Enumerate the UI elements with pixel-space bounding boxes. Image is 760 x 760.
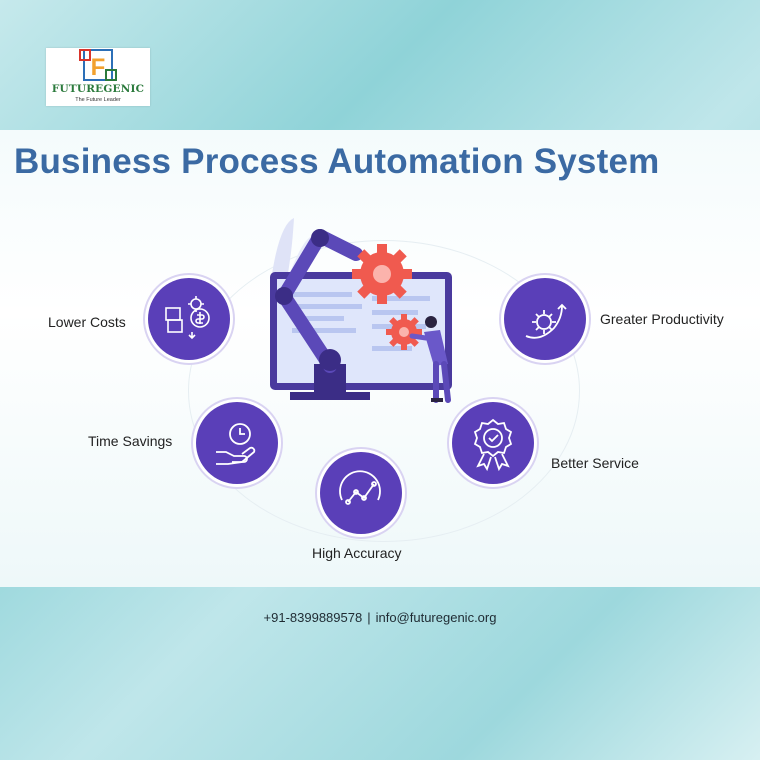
logo-mark-icon: F <box>79 49 117 81</box>
better-service-label: Better Service <box>551 455 639 471</box>
greater-productivity-circle <box>504 278 586 360</box>
decorative-ring <box>188 240 580 542</box>
greater-productivity-label: Greater Productivity <box>600 311 724 327</box>
contact-email[interactable]: info@futuregenic.org <box>375 610 497 625</box>
logo-letter: F <box>91 54 106 81</box>
futuregenic-logo: F FUTUREGENIC The Future Leader <box>46 48 150 106</box>
contact-phone[interactable]: +91-8399889578 <box>263 610 363 625</box>
gear-arrow-icon <box>525 303 567 339</box>
money-box-gear-icon <box>165 296 210 340</box>
high-accuracy-circle <box>320 452 402 534</box>
trend-line-icon <box>339 470 381 505</box>
hand-clock-icon <box>216 423 256 465</box>
robot-arm-illustration <box>270 218 452 403</box>
contact-separator: | <box>367 610 371 625</box>
lower-costs-label: Lower Costs <box>48 314 126 330</box>
page-title: Business Process Automation System <box>14 142 660 181</box>
award-badge-icon <box>473 418 513 472</box>
logo-brand: FUTUREGENIC <box>51 83 145 95</box>
better-service-circle <box>452 402 534 484</box>
high-accuracy-label: High Accuracy <box>312 545 402 561</box>
lower-costs-circle <box>148 278 230 360</box>
time-savings-label: Time Savings <box>88 433 173 449</box>
contact-line: +91-8399889578 | info@futuregenic.org <box>0 610 760 625</box>
logo-tagline: The Future Leader <box>75 97 121 103</box>
time-savings-circle <box>196 402 278 484</box>
